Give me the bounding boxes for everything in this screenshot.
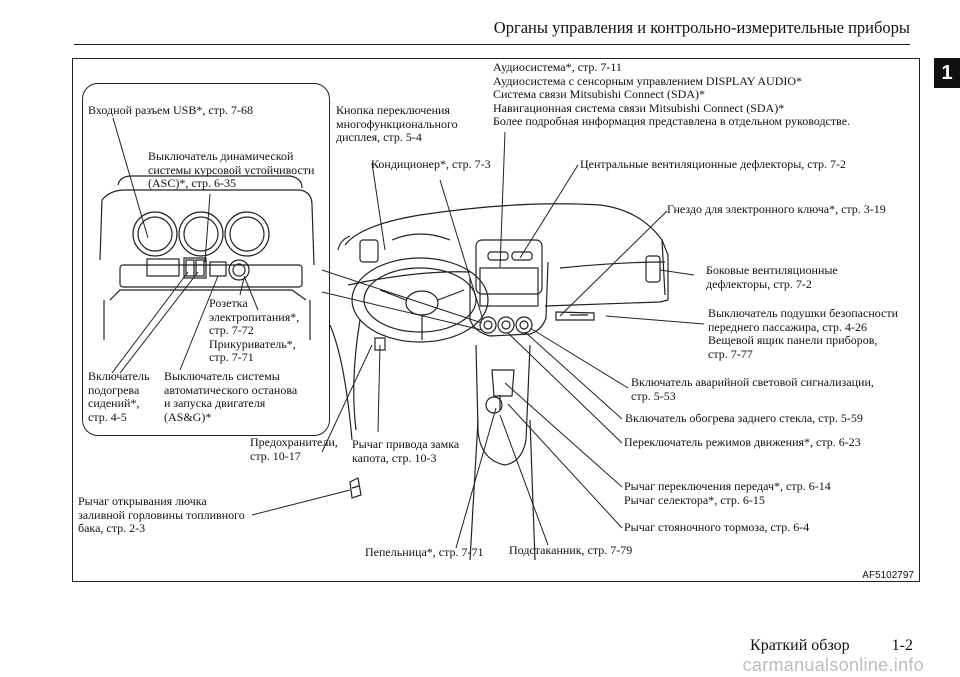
- label-cup-holder: Подстаканник, стр. 7-79: [509, 543, 633, 557]
- inset-panel: [82, 83, 330, 436]
- figure-code: AF5102797: [862, 570, 914, 581]
- label-drive-mode: Переключатель режимов движения*, стр. 6-…: [624, 435, 861, 449]
- chapter-tab: 1: [934, 58, 960, 88]
- inset-console-drawing: [99, 175, 315, 340]
- page-header-title: Органы управления и контрольно-измерител…: [493, 18, 910, 37]
- label-asg-switch: Выключатель системы автоматического оста…: [164, 369, 298, 424]
- watermark: carmanualsonline.info: [742, 655, 924, 675]
- label-usb-input: Входной разъем USB*, стр. 7-68: [88, 103, 254, 117]
- label-fuses: Предохранители, стр. 10-17: [250, 435, 338, 463]
- label-airbag-glovebox: Выключатель подушки безопасности передне…: [708, 306, 899, 361]
- label-hazard-switch: Включатель аварийной световой сигнализац…: [631, 375, 874, 403]
- fuel-door-lever-icon: [349, 477, 362, 499]
- label-seat-heater: Включатель подогрева сидений*, стр. 4-5: [88, 369, 150, 424]
- label-parking-brake: Рычаг стояночного тормоза, стр. 6-4: [624, 520, 810, 534]
- label-audio-system: Аудиосистема*, стр. 7-11 Аудиосистема с …: [493, 60, 851, 128]
- footer-section: Краткий обзор: [750, 637, 850, 654]
- label-key-slot: Гнездо для электронного ключа*, стр. 3-1…: [667, 202, 886, 216]
- label-shift-lever: Рычаг переключения передач*, стр. 6-14 Р…: [624, 479, 831, 507]
- label-power-socket: Розетка электропитания*, стр. 7-72 Прику…: [209, 296, 300, 364]
- label-fuel-door-lever: Рычаг открывания лючка заливной горловин…: [78, 494, 245, 535]
- label-rear-defogger: Включатель обогрева заднего стекла, стр.…: [625, 411, 863, 425]
- header-divider: [74, 44, 910, 45]
- label-ashtray: Пепельница*, стр. 7-71: [365, 545, 484, 559]
- page-footer: Краткий обзор 1-2: [750, 637, 913, 655]
- label-asc-switch: Выключатель динамической системы курсово…: [148, 149, 315, 190]
- label-air-conditioner: Кондиционер*, стр. 7-3: [371, 157, 491, 171]
- figure-frame: [72, 58, 920, 582]
- footer-page-number: 1-2: [891, 637, 913, 654]
- label-display-button: Кнопка переключения многофункционального…: [336, 103, 458, 144]
- label-hood-release: Рычаг привода замка капота, стр. 10-3: [352, 437, 460, 465]
- main-dashboard-drawing: [329, 203, 669, 561]
- leader-lines: [111, 117, 705, 549]
- label-center-vents: Центральные вентиляционные дефлекторы, с…: [580, 157, 847, 171]
- label-side-vents: Боковые вентиляционные дефлекторы, стр. …: [706, 263, 838, 291]
